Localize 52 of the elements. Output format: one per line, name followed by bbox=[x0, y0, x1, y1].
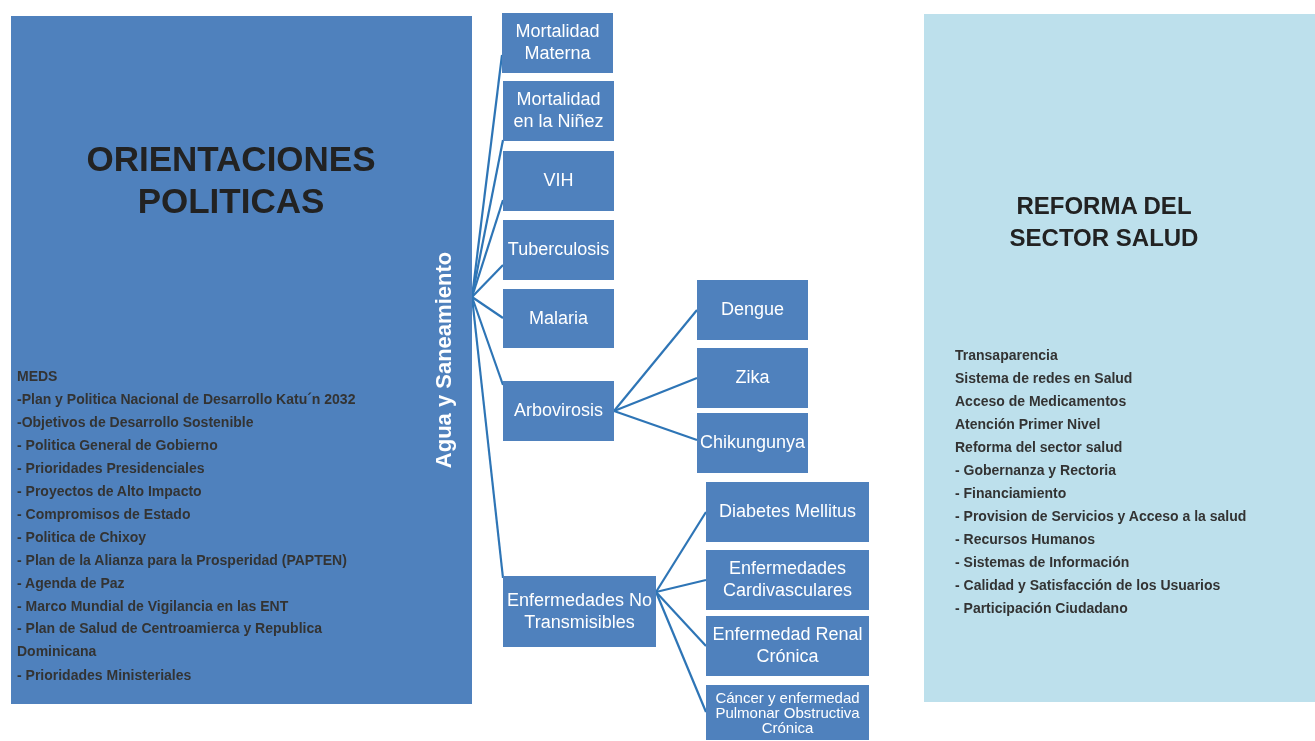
panel-heading: REFORMA DEL SECTOR SALUD bbox=[1008, 191, 1200, 254]
topic-box: VIH bbox=[503, 151, 614, 211]
list-item: - Participación Ciudadano bbox=[955, 600, 1128, 616]
topic-box: Diabetes Mellitus bbox=[706, 482, 869, 542]
connector-line bbox=[655, 511, 707, 593]
connector-line bbox=[613, 376, 698, 413]
topic-box: Tuberculosis bbox=[503, 220, 614, 280]
list-item: Atención Primer Nivel bbox=[955, 416, 1101, 432]
connector-line bbox=[655, 591, 707, 647]
topic-box: Enfermedades No Transmisibles bbox=[503, 576, 656, 647]
list-item: Reforma del sector salud bbox=[955, 439, 1123, 455]
list-item: Acceso de Medicamentos bbox=[955, 393, 1127, 409]
list-item: - Provision de Servicios y Acceso a la salud bbox=[955, 508, 1247, 524]
topic-box: Mortalidad Materna bbox=[502, 13, 613, 73]
list-item: - Prioridades Ministeriales bbox=[17, 667, 192, 683]
list-item: - Financiamiento bbox=[955, 485, 1067, 501]
topic-box: Arbovirosis bbox=[503, 381, 614, 441]
list-item: - Calidad y Satisfacción de los Usuarios bbox=[955, 577, 1221, 593]
vertical-heading: Agua y Saneamiento bbox=[431, 251, 457, 469]
connector-line bbox=[613, 309, 698, 412]
topic-box: Chikungunya bbox=[697, 413, 808, 473]
list-item: - Plan de Salud de Centroamierca y Republica Dominicana bbox=[17, 619, 323, 661]
list-item: MEDS bbox=[17, 368, 58, 384]
topic-box: Mortalidad en la Niñez bbox=[503, 81, 614, 141]
list-item: Transaparencia bbox=[955, 347, 1058, 363]
connector-line bbox=[471, 264, 504, 298]
topic-box: Zika bbox=[697, 348, 808, 408]
list-item: - Proyectos de Alto Impacto bbox=[17, 483, 202, 499]
list-item: - Compromisos de Estado bbox=[17, 506, 191, 522]
list-item: - Agenda de Paz bbox=[17, 575, 125, 591]
connector-line bbox=[655, 578, 707, 594]
connector-line bbox=[471, 296, 504, 319]
topic-box: Cáncer y enfermedad Pulmonar Obstructiva Crónica bbox=[706, 685, 869, 740]
topic-box: Enfermedad Renal Crónica bbox=[706, 616, 869, 676]
list-item: - Politica General de Gobierno bbox=[17, 437, 218, 453]
topic-box: Malaria bbox=[503, 289, 614, 348]
list-item: - Marco Mundial de Vigilancia en las ENT bbox=[17, 598, 289, 614]
list-item: - Sistemas de Información bbox=[955, 554, 1130, 570]
topic-box: Enfermedades Cardivasculares bbox=[706, 550, 869, 610]
list-item: - Recursos Humanos bbox=[955, 531, 1096, 547]
list-item: - Gobernanza y Rectoria bbox=[955, 462, 1117, 478]
panel-heading: ORIENTACIONES POLITICAS bbox=[85, 138, 377, 222]
list-item: - Plan de la Alianza para la Prosperidad (PAPTEN) bbox=[17, 552, 347, 568]
list-item: -Plan y Politica Nacional de Desarrollo Katu´n 2032 bbox=[17, 391, 356, 407]
list-item: Sistema de redes en Salud bbox=[955, 370, 1133, 386]
list-item: - Politica de Chixoy bbox=[17, 529, 147, 545]
topic-box: Dengue bbox=[697, 280, 808, 340]
connector-line bbox=[613, 409, 698, 442]
panel bbox=[11, 16, 472, 704]
list-item: - Prioridades Presidenciales bbox=[17, 460, 205, 476]
panel bbox=[924, 14, 1315, 702]
list-item: -Objetivos de Desarrollo Sostenible bbox=[17, 414, 254, 430]
